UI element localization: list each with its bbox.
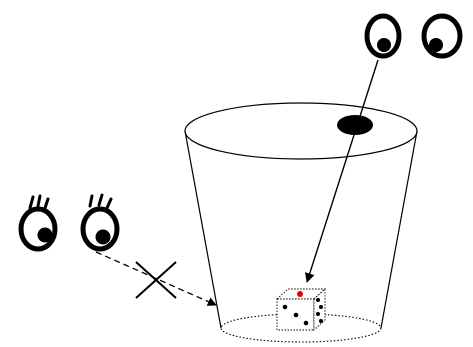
eyes-icon bbox=[21, 195, 117, 249]
die-icon bbox=[277, 289, 325, 330]
eyes-icon bbox=[367, 16, 460, 56]
eye-icon bbox=[83, 195, 117, 249]
eye-icon bbox=[367, 16, 399, 56]
cup-rim bbox=[185, 103, 417, 159]
die-front-pip bbox=[294, 313, 299, 318]
eye-icon bbox=[424, 16, 460, 56]
die-side-pip bbox=[316, 312, 320, 316]
die-side-pip bbox=[316, 298, 320, 302]
cup-left-wall bbox=[185, 131, 221, 328]
sight-line-side bbox=[96, 252, 216, 305]
die-front-pip bbox=[283, 305, 288, 310]
x-mark-icon bbox=[136, 262, 176, 298]
die-side-pip bbox=[319, 319, 323, 323]
die-side-pip bbox=[319, 305, 323, 309]
sight-line-top bbox=[307, 60, 378, 282]
die-top-pip bbox=[297, 291, 303, 297]
cup-right-wall bbox=[381, 131, 417, 328]
die-front-pip bbox=[304, 321, 309, 326]
eye-icon bbox=[21, 196, 55, 249]
